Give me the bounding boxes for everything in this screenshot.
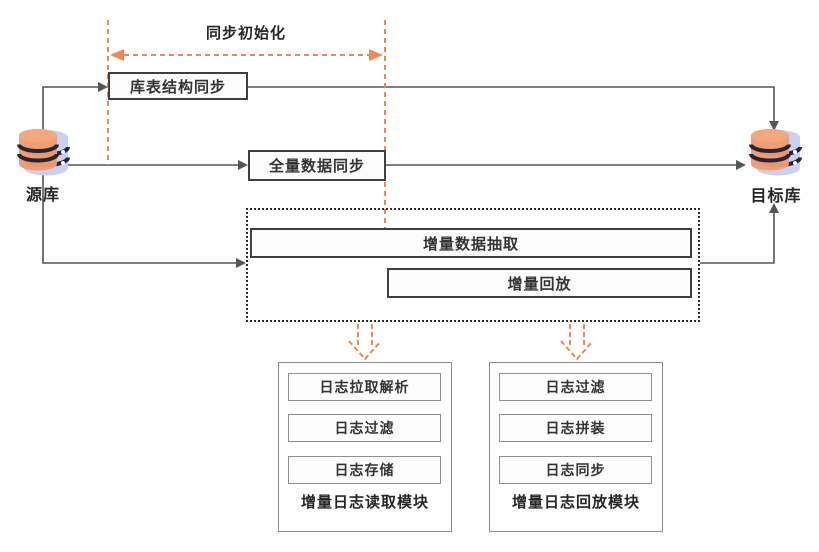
incremental-log-reader-module: 日志拉取解析 日志过滤 日志存储 增量日志读取模块: [278, 362, 452, 532]
source-to-incremental-line: [42, 172, 238, 264]
phase-arrowhead-right: [369, 49, 383, 61]
arrowhead-into-target-bottom: [769, 203, 779, 213]
source-database-icon: [17, 129, 70, 176]
incremental-replay-box: 增量回放: [387, 268, 692, 298]
source-to-schema-line: [42, 86, 99, 132]
incremental-log-replay-module: 日志过滤 日志拼装 日志同步 增量日志回放模块: [489, 362, 663, 532]
target-database-icon: [749, 129, 802, 176]
arrowhead-into-target-left: [736, 160, 746, 170]
db-dot: [61, 161, 65, 165]
replayer-module-title: 增量日志回放模块: [511, 494, 640, 511]
incremental-sync-container: [246, 208, 700, 322]
gray-arrowheads: [98, 82, 779, 268]
incremental-extract-box: 增量数据抽取: [250, 228, 692, 258]
replayer-step-sync: 日志同步: [499, 456, 652, 484]
phase-arrowhead-left: [110, 49, 124, 61]
db-band-gap: [17, 153, 59, 163]
db-dot: [61, 150, 65, 154]
full-data-sync-box: 全量数据同步: [248, 150, 386, 181]
db-band-gap: [749, 143, 791, 153]
arrowhead-into-full: [238, 160, 248, 170]
db-band-gap: [749, 153, 791, 163]
reader-arrow-head: [348, 340, 382, 361]
schema-sync-box: 库表结构同步: [108, 72, 248, 100]
reader-module-title: 增量日志读取模块: [300, 494, 429, 511]
arrowhead-into-schema: [98, 82, 108, 92]
arrowhead-into-incremental: [236, 258, 246, 268]
replayer-step-filter: 日志过滤: [499, 373, 652, 401]
reader-step-pull-parse: 日志拉取解析: [288, 373, 441, 401]
db-top-disk: [751, 129, 789, 142]
db-dot: [793, 161, 797, 165]
source-db-label: 源库: [25, 187, 60, 204]
db-dot: [793, 150, 797, 154]
orange-dashed-lines: [107, 20, 386, 228]
reader-step-filter: 日志过滤: [288, 414, 441, 442]
orange-arrowheads: [110, 49, 383, 61]
replayer-arrow-head: [560, 340, 594, 361]
incremental-to-target-line: [700, 212, 775, 264]
schema-to-target-line: [248, 86, 775, 122]
target-db-label: 目标库: [750, 188, 802, 205]
db-top-disk: [19, 129, 57, 142]
db-band-gap: [17, 143, 59, 153]
dashed-down-arrows: [348, 324, 594, 361]
arrowhead-into-target-top: [769, 121, 779, 131]
reader-step-store: 日志存储: [288, 456, 441, 484]
gray-connector-lines: [42, 86, 775, 264]
sync-init-phase-label: 同步初始化: [205, 25, 286, 42]
replayer-step-assemble: 日志拼装: [499, 414, 652, 442]
